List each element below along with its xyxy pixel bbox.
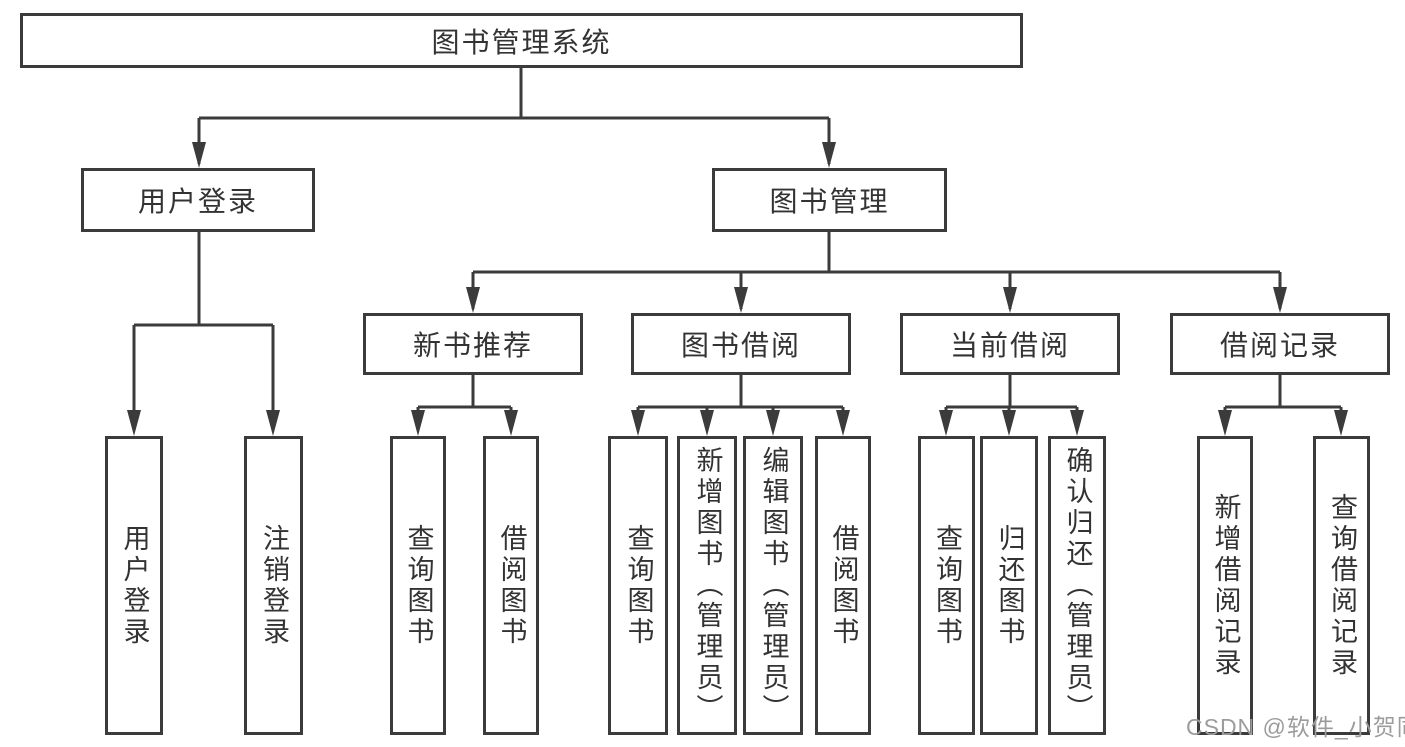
leaf-query-books-2: 查询图书 <box>608 436 668 735</box>
node-user-login: 用户登录 <box>81 168 315 232</box>
leaf-edit-books-admin: 编辑图书（管理员） <box>743 436 803 735</box>
leaf-user-login: 用户登录 <box>105 436 163 735</box>
node-borrow-record: 借阅记录 <box>1170 313 1390 375</box>
leaf-logout: 注销登录 <box>244 436 303 735</box>
leaf-query-books-3: 查询图书 <box>918 436 975 735</box>
leaf-label: 查询借阅记录 <box>1327 492 1357 679</box>
leaf-label: 新增图书（管理员） <box>692 446 723 725</box>
leaf-return-books: 归还图书 <box>980 436 1038 735</box>
leaf-label: 查询图书 <box>932 523 962 648</box>
leaf-label: 确认归还（管理员） <box>1062 446 1093 725</box>
leaf-confirm-return-admin: 确认归还（管理员） <box>1048 436 1106 735</box>
leaf-add-books-admin: 新增图书（管理员） <box>677 436 737 735</box>
leaf-label: 用户登录 <box>119 523 150 648</box>
node-current-borrow: 当前借阅 <box>900 313 1120 375</box>
leaf-label: 查询图书 <box>403 523 434 648</box>
leaf-label: 注销登录 <box>259 523 289 648</box>
leaf-query-books-1: 查询图书 <box>390 436 446 735</box>
csdn-watermark: CSDN @软件_小贺同学 <box>1186 714 1405 740</box>
leaf-label: 借阅图书 <box>828 523 859 648</box>
node-book-management: 图书管理 <box>712 168 947 232</box>
leaf-add-borrow-record: 新增借阅记录 <box>1197 436 1253 735</box>
leaf-query-borrow-record: 查询借阅记录 <box>1313 436 1370 735</box>
leaf-borrow-books-2: 借阅图书 <box>815 436 871 735</box>
node-book-borrow: 图书借阅 <box>631 313 851 375</box>
node-new-book-recommend: 新书推荐 <box>363 313 583 375</box>
leaf-label: 查询图书 <box>623 523 654 648</box>
leaf-borrow-books-1: 借阅图书 <box>483 436 539 735</box>
leaf-label: 借阅图书 <box>496 523 527 648</box>
node-library-management-system: 图书管理系统 <box>20 13 1023 68</box>
leaf-label: 新增借阅记录 <box>1210 492 1241 679</box>
leaf-label: 归还图书 <box>994 523 1025 648</box>
leaf-label: 编辑图书（管理员） <box>758 446 789 725</box>
